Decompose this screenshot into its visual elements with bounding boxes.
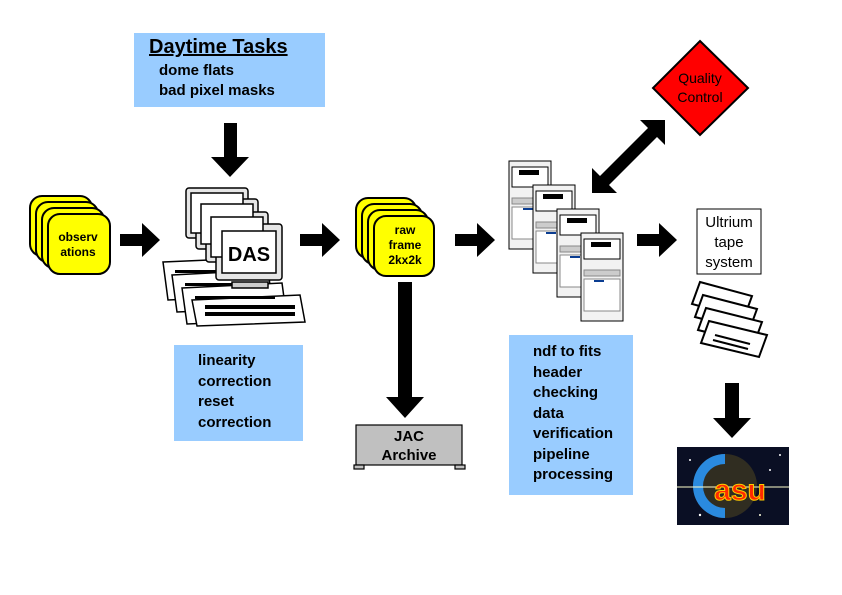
arrow-right-icon	[120, 223, 160, 257]
arrow-down-icon	[386, 282, 424, 418]
observations-label-1: observ	[58, 230, 98, 244]
das-label: DAS	[228, 244, 270, 266]
daytime-task-item: bad pixel masks	[159, 82, 275, 99]
das-task-line: correction	[198, 413, 272, 431]
raw-frame-stack	[355, 197, 435, 277]
das-task-line: linearity	[198, 352, 256, 369]
servers-icon	[508, 160, 624, 322]
processing-task-line: verification	[533, 425, 614, 442]
tape-label-2: tape	[714, 234, 743, 251]
quality-control-label-2: Control	[677, 89, 722, 105]
observations-label-2: ations	[60, 245, 96, 259]
observations-stack	[29, 195, 111, 275]
processing-task-line: pipeline	[533, 445, 590, 463]
raw-frame-label-1: raw	[395, 223, 416, 237]
arrow-right-icon	[300, 223, 340, 257]
bidirectional-arrow-icon	[592, 120, 665, 193]
daytime-tasks-title: Daytime Tasks	[149, 36, 288, 58]
das-task-line: correction	[198, 372, 272, 390]
processing-task-line: checking	[533, 384, 599, 401]
archive-label-1: JAC	[394, 428, 424, 445]
arrow-right-icon	[637, 223, 677, 257]
tape-label-3: system	[705, 254, 753, 271]
processing-task-line: processing	[533, 466, 614, 483]
casu-logo	[677, 447, 789, 525]
processing-task-line: ndf to fits	[533, 343, 602, 360]
daytime-tasks-box: Daytime Tasks dome flats bad pixel masks	[134, 33, 325, 107]
tape-label-1: Ultrium	[705, 214, 753, 231]
archive-label-2: Archive	[381, 447, 436, 464]
archive-icon	[353, 424, 466, 470]
tape-cartridges-icon	[690, 280, 769, 359]
quality-control-diamond	[651, 39, 750, 137]
arrow-down-icon	[713, 383, 751, 438]
tape-system-box	[696, 208, 762, 275]
arrow-right-icon	[455, 223, 495, 257]
processing-task-line: data	[533, 404, 564, 422]
daytime-task-item: dome flats	[159, 62, 235, 79]
processing-task-line: header	[533, 363, 583, 381]
arrow-down-icon	[211, 123, 249, 177]
processing-tasks-box: ndf to fits header checking data verific…	[509, 335, 633, 495]
raw-frame-label-2: frame	[389, 238, 422, 252]
das-workstations-icon	[162, 187, 306, 327]
casu-logo-label: asu	[714, 474, 766, 507]
das-tasks-box: linearity correction reset correction	[174, 345, 303, 441]
das-task-line: reset	[198, 393, 234, 410]
quality-control-label-1: Quality	[678, 70, 722, 86]
raw-frame-label-3: 2kx2k	[388, 253, 422, 267]
